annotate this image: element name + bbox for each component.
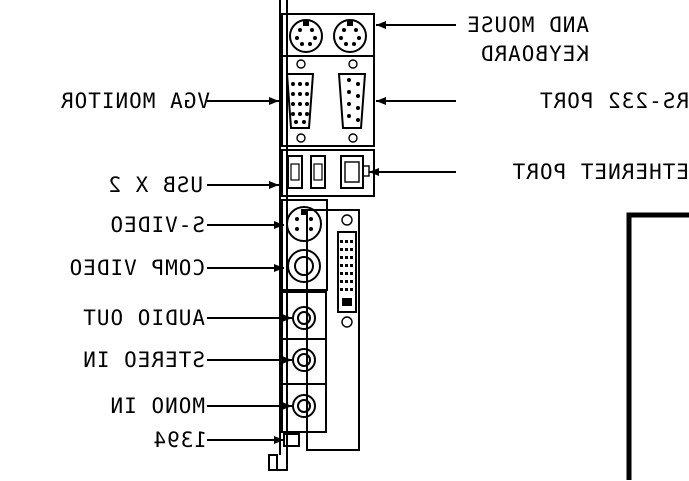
leader-lines-right	[369, 21, 456, 176]
stereo-in-jack	[292, 348, 316, 372]
label-stereo-in: STEREO IN	[82, 348, 205, 372]
label-comp-video: COMP VIDEO	[69, 256, 205, 280]
label-rs232-port: RS-232 PORT	[539, 89, 689, 113]
mono-in-jack	[292, 394, 316, 418]
dvi-connector	[337, 214, 357, 328]
label-usb: USB X 2	[107, 173, 203, 197]
label-audio-out: AUDIO OUT	[82, 306, 205, 330]
label-keyboard-mouse-2: KEYBOARD	[480, 42, 589, 66]
label-1394: 1394	[152, 428, 207, 452]
label-keyboard-mouse-1: AND MOUSE	[466, 13, 589, 37]
audio-out-jack	[292, 306, 316, 330]
composite-video-jack	[287, 249, 321, 283]
label-mono-in: MONO IN	[109, 394, 205, 418]
leader-lines-left	[207, 97, 292, 444]
label-s-video: S-VIDEO	[109, 213, 205, 237]
back-panel	[268, 0, 375, 471]
callout-labels: AND MOUSE KEYBOARD VGA MONITOR RS-232 PO…	[60, 13, 689, 452]
l-bracket	[626, 212, 689, 480]
label-vga-monitor: VGA MONITOR	[60, 89, 210, 113]
label-ethernet-port: ETHERNET PORT	[512, 160, 689, 184]
ps2-ports	[289, 19, 367, 53]
rs232-connector	[337, 59, 367, 143]
ethernet-jack	[340, 155, 370, 189]
vga-connector	[285, 59, 315, 143]
usb-ports	[287, 155, 326, 189]
s-video-jack	[286, 206, 322, 242]
